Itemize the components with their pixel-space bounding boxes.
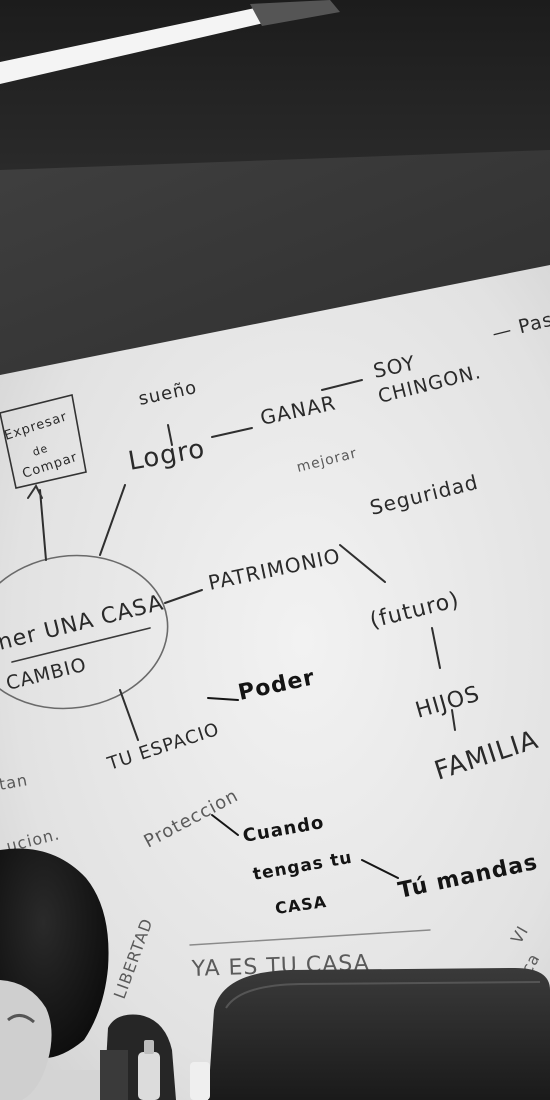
- wall: [0, 150, 550, 375]
- light-housing: [250, 0, 340, 26]
- box-note-line-2: de: [31, 442, 50, 459]
- whiteboard: [0, 265, 550, 1100]
- mind-map-lines: [0, 379, 456, 946]
- whiteboard-writing: sueño Logro GANAR SOY CHINGON. — Pas mej…: [0, 308, 550, 1001]
- person-foreground: [0, 848, 109, 1100]
- word-left-tan: tan: [0, 770, 29, 794]
- ceiling-light: [0, 8, 268, 84]
